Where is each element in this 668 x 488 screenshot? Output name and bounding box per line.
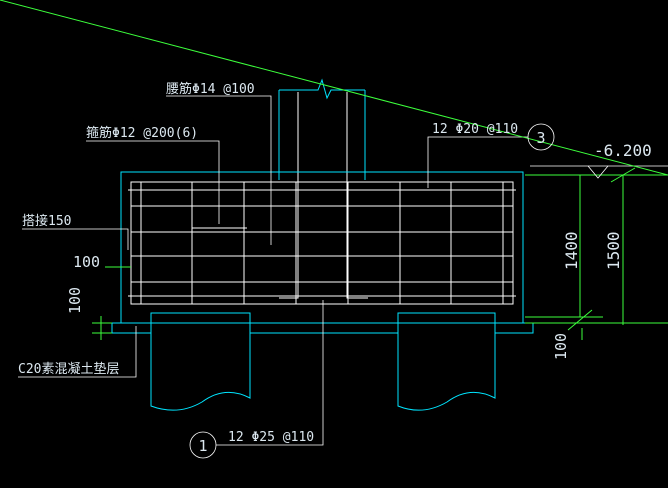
callout-1-text: 1 xyxy=(198,437,207,455)
piles xyxy=(150,312,496,411)
elevation-label: -6.200 xyxy=(594,141,652,160)
pile-left xyxy=(150,312,251,411)
callout-1: 1 xyxy=(189,431,217,459)
waist-bar-label: 腰筋Φ14 @100 xyxy=(166,81,255,97)
pile-right xyxy=(397,312,496,411)
dim-1500: 1500 xyxy=(604,231,623,270)
cushion-layer xyxy=(111,322,534,334)
cushion-label: C20素混凝土垫层 xyxy=(18,361,119,377)
dim-1400: 1400 xyxy=(562,231,581,270)
pile-cap-outline xyxy=(120,171,524,324)
column-stub xyxy=(278,78,366,180)
dimension-lines xyxy=(0,0,668,340)
dim-100-left-v: 100 xyxy=(66,287,84,314)
callout-3: 3 xyxy=(527,123,555,151)
lap-label: 搭接150 xyxy=(22,213,71,229)
stirrup-label: 箍筋Φ12 @200(6) xyxy=(86,125,198,141)
column-bars xyxy=(279,92,368,299)
dim-100-right: 100 xyxy=(552,333,570,360)
rebar-cage xyxy=(128,181,516,305)
dim-100-left-h: 100 xyxy=(73,253,100,271)
leader-lines xyxy=(18,95,668,446)
bottom-bar-label: 12 Φ25 @110 xyxy=(228,430,314,445)
top-bar-label: 12 Φ20 @110 xyxy=(432,122,518,137)
callout-3-text: 3 xyxy=(536,129,545,147)
